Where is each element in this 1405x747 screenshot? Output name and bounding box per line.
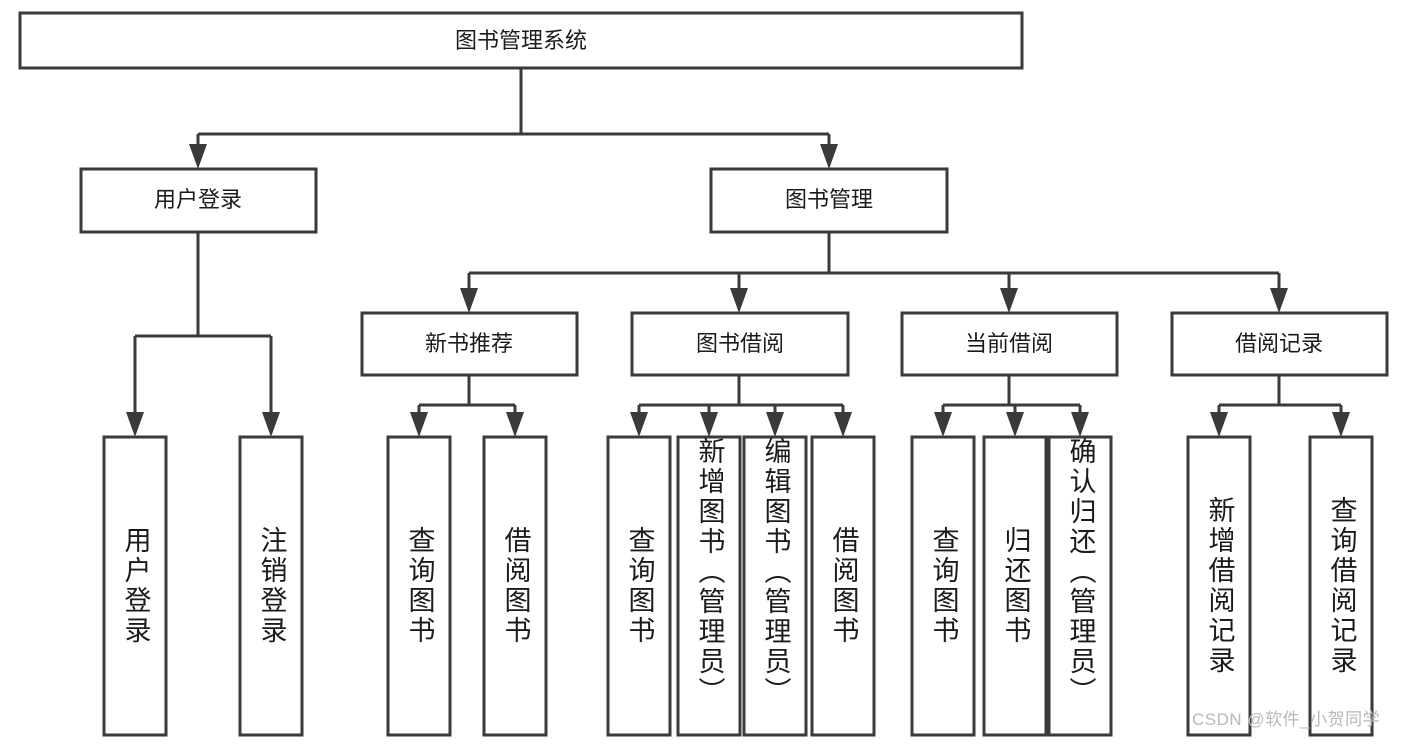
connector-group-user-login-to-leaves (126, 232, 280, 437)
leaf-box-borrow-edit[interactable] (742, 435, 808, 737)
leaf-box-rec-borrow[interactable] (482, 435, 548, 737)
node-borrow-record[interactable]: 借阅记录 (1170, 311, 1389, 377)
arrow-leaf-rec-query (410, 412, 428, 437)
connector-group-current-borrow-to-leaves (934, 375, 1089, 437)
arrow-leaf-borrow-edit (766, 412, 784, 437)
arrow-leaf-borrow-add (700, 412, 718, 437)
leaf-box-user-logout[interactable] (238, 435, 304, 737)
arrow-current-borrow (1000, 288, 1018, 313)
node-new-book-rec-label: 新书推荐 (425, 331, 513, 356)
connector-group-new-book-rec-to-leaves (410, 375, 524, 437)
arrow-borrow-record (1270, 288, 1288, 313)
node-book-manage-box[interactable] (709, 167, 949, 234)
arrow-leaf-rec-query2 (1332, 412, 1350, 437)
node-user-login-box[interactable] (79, 167, 318, 234)
node-root[interactable]: 图书管理系统 (18, 11, 1024, 70)
node-current-borrow-label: 当前借阅 (965, 331, 1053, 356)
node-new-book-rec-box[interactable] (360, 311, 579, 377)
node-book-borrow-box[interactable] (630, 311, 850, 377)
arrow-leaf-cur-return (1006, 412, 1024, 437)
node-new-book-rec[interactable]: 新书推荐 (360, 311, 579, 377)
node-current-borrow-box[interactable] (900, 311, 1119, 377)
arrow-leaf-user-logout (262, 412, 280, 437)
node-book-manage[interactable]: 图书管理 (709, 167, 949, 234)
node-user-login-label: 用户登录 (154, 187, 242, 212)
node-borrow-record-box[interactable] (1170, 311, 1389, 377)
node-borrow-record-label: 借阅记录 (1235, 331, 1323, 356)
arrow-leaf-borrow-query (630, 412, 648, 437)
leaf-box-rec-add[interactable] (1186, 435, 1252, 737)
leaf-box-cur-query[interactable] (910, 435, 976, 737)
arrow-user-login (189, 144, 207, 169)
arrow-leaf-rec-add (1210, 412, 1228, 437)
arrow-leaf-user-login (126, 412, 144, 437)
leaf-box-borrow-query[interactable] (606, 435, 672, 737)
leaf-boxes (102, 435, 1374, 737)
node-book-borrow[interactable]: 图书借阅 (630, 311, 850, 377)
node-book-manage-label: 图书管理 (785, 187, 873, 212)
node-root-label: 图书管理系统 (455, 28, 587, 53)
connector-group-borrow-record-to-leaves (1210, 375, 1350, 437)
leaf-box-rec-query2[interactable] (1308, 435, 1374, 737)
node-user-login[interactable]: 用户登录 (79, 167, 318, 234)
connector-group-root-to-level2 (189, 68, 838, 169)
leaf-box-cur-return[interactable] (982, 435, 1048, 737)
leaf-box-rec-query[interactable] (386, 435, 452, 737)
node-root-box[interactable] (18, 11, 1024, 70)
arrow-leaf-cur-query (934, 412, 952, 437)
arrow-new-book-rec (460, 288, 478, 313)
leaf-box-user-login[interactable] (102, 435, 168, 737)
leaf-box-borrow-lend[interactable] (810, 435, 876, 737)
node-book-borrow-label: 图书借阅 (696, 331, 784, 356)
leaf-box-borrow-add[interactable] (676, 435, 742, 737)
node-current-borrow[interactable]: 当前借阅 (900, 311, 1119, 377)
connector-group-book-borrow-to-leaves (630, 375, 852, 437)
arrow-leaf-rec-borrow (506, 412, 524, 437)
arrow-leaf-borrow-lend (834, 412, 852, 437)
arrow-book-manage (820, 144, 838, 169)
connector-group-book-manage-to-level3 (460, 232, 1288, 313)
arrow-book-borrow (730, 288, 748, 313)
leaf-box-cur-confirm[interactable] (1047, 435, 1113, 737)
arrow-leaf-cur-confirm (1071, 412, 1089, 437)
csdn-watermark: CSDN @软件_小贺同学 (1192, 710, 1381, 729)
